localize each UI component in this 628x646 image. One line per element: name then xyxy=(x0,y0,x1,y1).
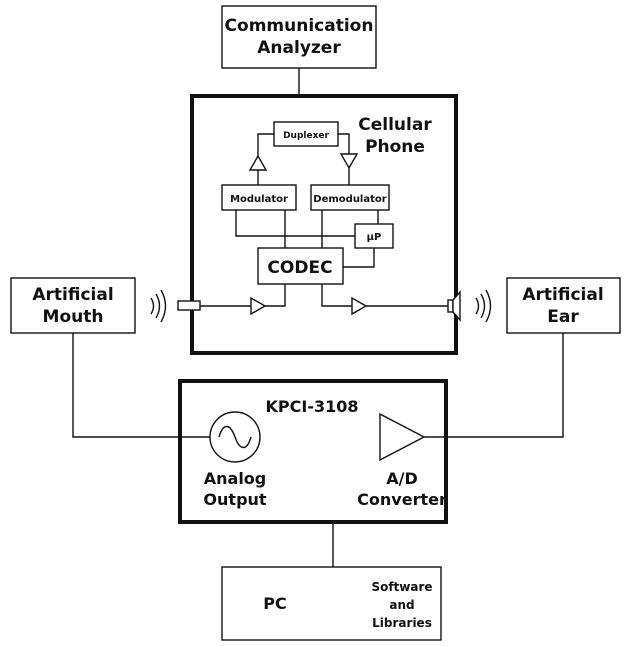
mic-amplifier-icon xyxy=(250,296,267,316)
kpci-3108-board: KPCI-3108 Analog Output A/D Converter xyxy=(178,379,448,524)
software-label-1: Software xyxy=(371,580,432,594)
artificial-ear-label-1: Artificial xyxy=(522,285,603,305)
kpci-3108-box xyxy=(178,379,448,524)
communication-analyzer: Communication Analyzer xyxy=(221,5,377,69)
codec-box xyxy=(257,247,344,285)
sine-wave-icon xyxy=(218,425,252,449)
up-to-codec-line xyxy=(343,248,375,268)
communication-analyzer-label-1: Communication xyxy=(225,16,374,36)
cellular-phone-box xyxy=(190,94,458,355)
duplexer-to-rx-amp-line xyxy=(338,133,350,154)
modulator-label: Modulator xyxy=(230,194,288,205)
microprocessor-label: μP xyxy=(367,232,382,243)
duplexer-label: Duplexer xyxy=(283,131,329,141)
codec-label: CODEC xyxy=(267,258,332,278)
software-label-3: Libraries xyxy=(372,616,432,630)
ad-converter-label-1: A/D xyxy=(386,469,418,488)
cellular-phone-title-2: Phone xyxy=(365,137,425,157)
pc: PC Software and Libraries xyxy=(221,566,442,641)
speaker-amplifier-icon xyxy=(351,296,368,316)
rx-amplifier-icon xyxy=(339,153,359,170)
artificial-mouth-box xyxy=(10,277,136,334)
cellular-phone-title-1: Cellular xyxy=(358,115,432,135)
tx-amplifier-icon xyxy=(248,154,268,171)
kpci-3108-title: KPCI-3108 xyxy=(266,397,359,416)
artificial-mouth-label-2: Mouth xyxy=(43,307,104,327)
microphone-icon xyxy=(177,300,201,311)
mouth-sound-waves-icon xyxy=(150,289,167,323)
ad-converter-label-2: Converter xyxy=(357,490,447,509)
artificial-mouth-label-1: Artificial xyxy=(32,285,113,305)
ad-converter-amplifier-icon xyxy=(379,412,426,462)
software-label-2: and xyxy=(389,598,414,612)
analog-output-label-1: Analog xyxy=(204,469,267,488)
cellular-phone: Cellular Phone Duplexer Modulator Demodu… xyxy=(177,94,461,355)
mouth-to-analog-output-line xyxy=(72,333,210,438)
artificial-ear: Artificial Ear xyxy=(506,277,621,334)
communication-analyzer-box xyxy=(221,5,377,69)
ear-to-ad-converter-line xyxy=(424,333,564,438)
speaker-sound-waves-icon xyxy=(475,289,492,323)
artificial-ear-box xyxy=(506,277,621,334)
duplexer-to-tx-amp-line xyxy=(257,133,274,156)
demodulator-box xyxy=(310,184,390,211)
mic-amp-to-codec-line xyxy=(265,284,286,307)
pc-box xyxy=(221,566,442,641)
bus-line xyxy=(235,210,355,237)
artificial-mouth: Artificial Mouth xyxy=(10,277,136,334)
modulator-box xyxy=(221,184,297,211)
demodulator-label: Demodulator xyxy=(313,194,386,205)
analog-output-label-2: Output xyxy=(203,490,266,509)
artificial-ear-label-2: Ear xyxy=(547,307,579,327)
speaker-icon xyxy=(447,290,461,322)
pc-label: PC xyxy=(263,594,286,613)
communication-analyzer-label-2: Analyzer xyxy=(257,38,341,58)
codec-to-speaker-amp-line xyxy=(321,284,352,307)
